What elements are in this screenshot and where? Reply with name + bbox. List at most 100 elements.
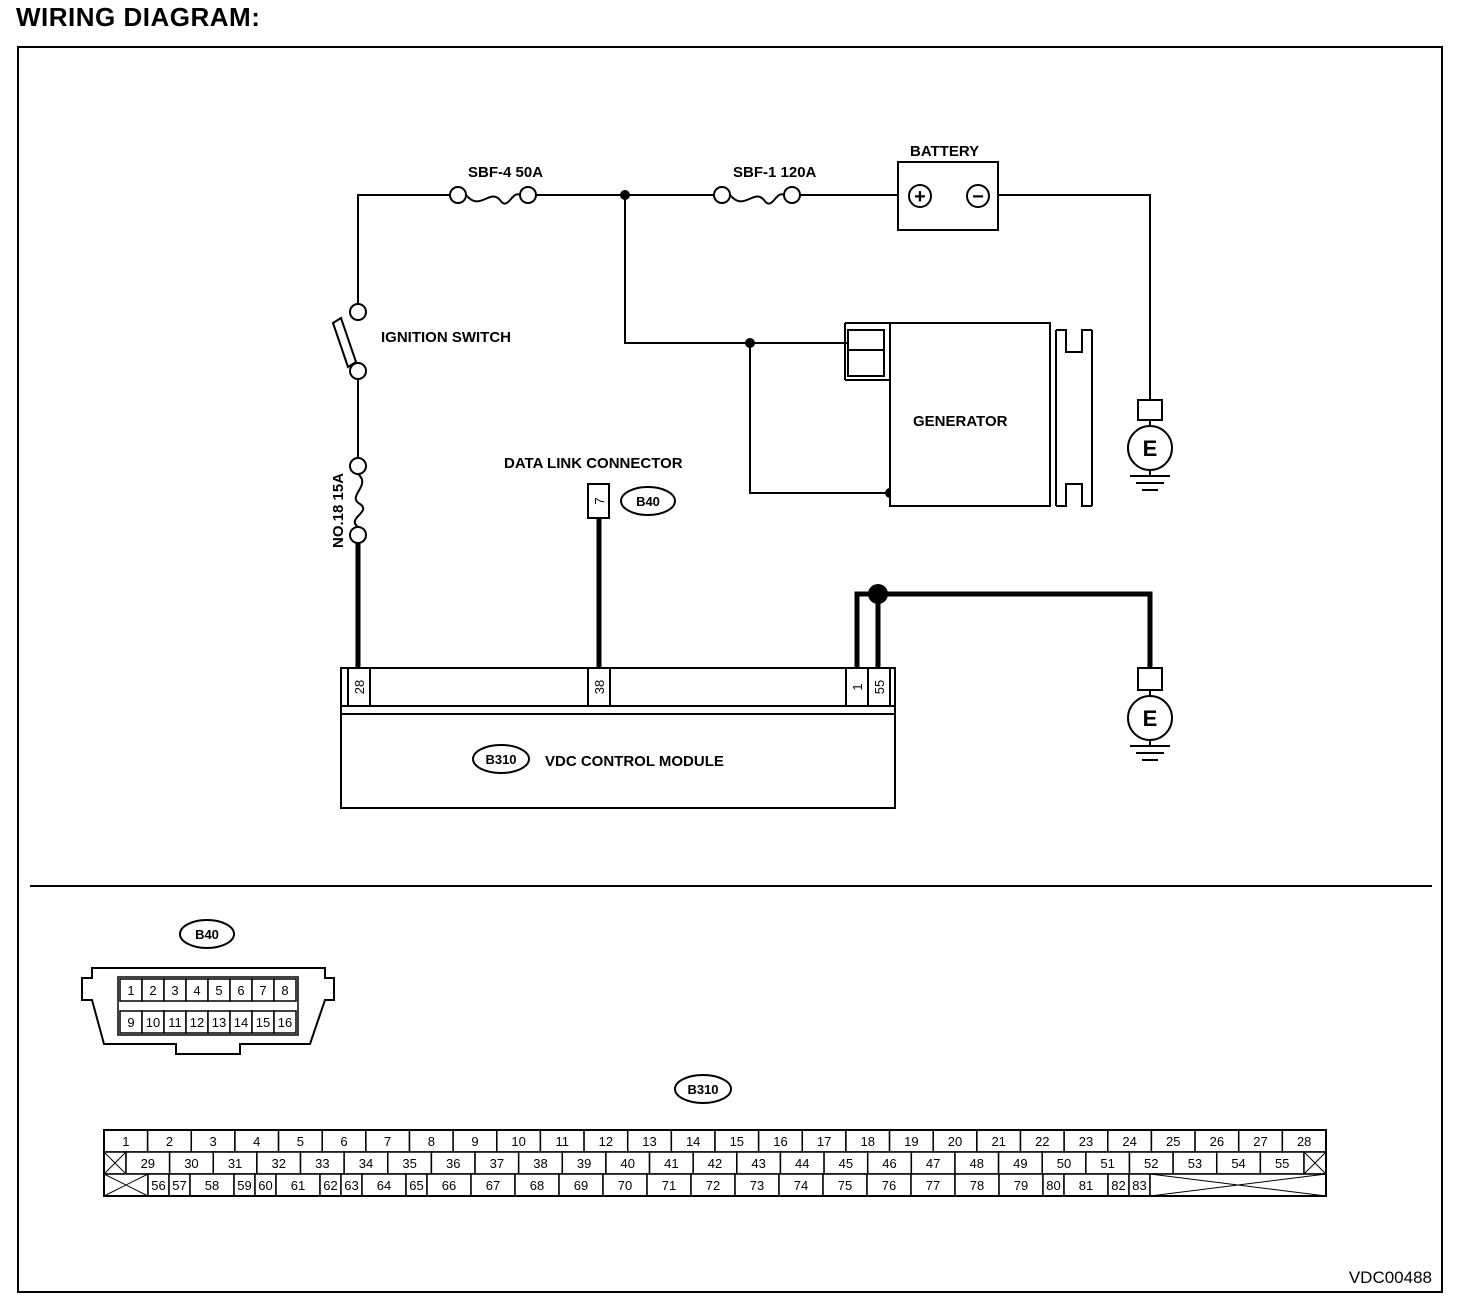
b310-pin-label: 60 xyxy=(258,1178,272,1193)
junction-dot xyxy=(868,584,888,604)
b310-pin-label: 66 xyxy=(442,1178,456,1193)
b40-pin-label: 12 xyxy=(190,1015,204,1030)
fuse-sbf4-label: SBF-4 50A xyxy=(468,164,543,181)
b310-pin-label: 77 xyxy=(926,1178,940,1193)
b310-pin-label: 54 xyxy=(1231,1156,1245,1171)
b310-tag xyxy=(472,744,530,774)
fuse-sbf1 xyxy=(713,186,801,205)
fuse-sbf4 xyxy=(449,186,537,205)
ignition-switch-label: IGNITION SWITCH xyxy=(381,329,511,346)
b310-pin-label: 20 xyxy=(948,1134,962,1149)
b310-pin-label: 5 xyxy=(297,1134,304,1149)
b310-pin-label: 2 xyxy=(166,1134,173,1149)
b310-pin-label: 76 xyxy=(882,1178,896,1193)
b310-pin-label: 69 xyxy=(574,1178,588,1193)
ground-2 xyxy=(1127,667,1173,761)
battery-plus-symbol: + xyxy=(914,186,926,208)
generator-label: GENERATOR xyxy=(913,413,1008,430)
junction-dot xyxy=(620,190,630,200)
b310-face-tag-label: B310 xyxy=(687,1082,718,1097)
b40-tag-label: B40 xyxy=(636,494,660,509)
b310-pin-label: 27 xyxy=(1253,1134,1267,1149)
battery-minus-symbol: − xyxy=(972,186,984,208)
b310-pin-label: 56 xyxy=(151,1178,165,1193)
b40-face-tag xyxy=(179,919,235,949)
b310-pin-label: 63 xyxy=(344,1178,358,1193)
b310-pin-label: 45 xyxy=(839,1156,853,1171)
b40-pin-label: 13 xyxy=(212,1015,226,1030)
wire-ground-2 xyxy=(878,591,1153,668)
b310-pin-label: 38 xyxy=(533,1156,547,1171)
b310-pin-label: 61 xyxy=(291,1178,305,1193)
b310-pin-label: 80 xyxy=(1046,1178,1060,1193)
vdc-pin-55-label: 55 xyxy=(872,680,887,694)
vdc-pin-38-box xyxy=(587,667,611,707)
fuse-no18-label: NO.18 15A xyxy=(330,473,347,548)
b40-pin-label: 2 xyxy=(149,983,156,998)
diagram-frame xyxy=(17,46,1443,1293)
b310-pin-label: 36 xyxy=(446,1156,460,1171)
page-title: WIRING DIAGRAM: xyxy=(16,2,261,32)
b310-pin-label: 19 xyxy=(904,1134,918,1149)
b310-pin-label: 32 xyxy=(271,1156,285,1171)
ground-1-label: E xyxy=(1143,436,1158,461)
b310-pin-label: 55 xyxy=(1275,1156,1289,1171)
wire-vdc-1 xyxy=(854,591,878,668)
b310-pin-label: 24 xyxy=(1122,1134,1136,1149)
b310-pin-label: 53 xyxy=(1188,1156,1202,1171)
b310-face-tag xyxy=(674,1074,732,1104)
b310-pin-label: 10 xyxy=(511,1134,525,1149)
b310-pin-label: 64 xyxy=(377,1178,391,1193)
b310-pin-label: 29 xyxy=(141,1156,155,1171)
generator xyxy=(844,322,1093,507)
b310-pin-label: 18 xyxy=(861,1134,875,1149)
junction-dot xyxy=(745,338,755,348)
b310-pin-label: 48 xyxy=(970,1156,984,1171)
b40-pin-label: 8 xyxy=(281,983,288,998)
b40-face-tag-label: B40 xyxy=(195,927,219,942)
b40-pin-label: 5 xyxy=(215,983,222,998)
b310-pin-label: 34 xyxy=(359,1156,373,1171)
b310-pin-label: 41 xyxy=(664,1156,678,1171)
vdc-pin-28-label: 28 xyxy=(352,680,367,694)
b310-pin-label: 1 xyxy=(122,1134,129,1149)
wire-top-left xyxy=(357,194,450,312)
b310-pin-label: 73 xyxy=(750,1178,764,1193)
b310-pin-label: 79 xyxy=(1014,1178,1028,1193)
b310-pin-label: 43 xyxy=(751,1156,765,1171)
b310-pin-label: 13 xyxy=(642,1134,656,1149)
vdc-pin-38-label: 38 xyxy=(592,680,607,694)
b310-pin-label: 6 xyxy=(340,1134,347,1149)
b310-pin-label: 8 xyxy=(428,1134,435,1149)
b40-pin-cell xyxy=(273,978,297,1002)
dlc-pin-label: 7 xyxy=(592,497,607,504)
vdc-pin-55-box xyxy=(867,667,891,707)
fuse-no18 xyxy=(349,457,367,544)
b40-tag xyxy=(620,486,676,516)
b310-pin-label: 44 xyxy=(795,1156,809,1171)
b310-pin-label: 67 xyxy=(486,1178,500,1193)
b310-pin-label: 42 xyxy=(708,1156,722,1171)
b310-pin-label: 74 xyxy=(794,1178,808,1193)
b40-pin-label: 15 xyxy=(256,1015,270,1030)
b310-pin-label: 35 xyxy=(402,1156,416,1171)
b310-pin-label: 33 xyxy=(315,1156,329,1171)
b310-pin-label: 4 xyxy=(253,1134,260,1149)
thin-wires xyxy=(357,194,1151,494)
b40-pin-label: 3 xyxy=(171,983,178,998)
b40-pin-label: 14 xyxy=(234,1015,248,1030)
wire-generator-body xyxy=(749,343,890,494)
b40-pin-label: 7 xyxy=(259,983,266,998)
b310-pin-label: 11 xyxy=(556,1134,570,1149)
thick-wires xyxy=(355,518,1153,668)
b40-pin-label: 16 xyxy=(278,1015,292,1030)
b40-pin-label: 6 xyxy=(237,983,244,998)
battery-plus-terminal xyxy=(908,184,932,208)
ignition-switch xyxy=(331,303,367,380)
b310-pin-label: 26 xyxy=(1210,1134,1224,1149)
b310-pin-label: 40 xyxy=(621,1156,635,1171)
vdc-control-module xyxy=(340,667,896,809)
b310-pin-label: 83 xyxy=(1132,1178,1146,1193)
